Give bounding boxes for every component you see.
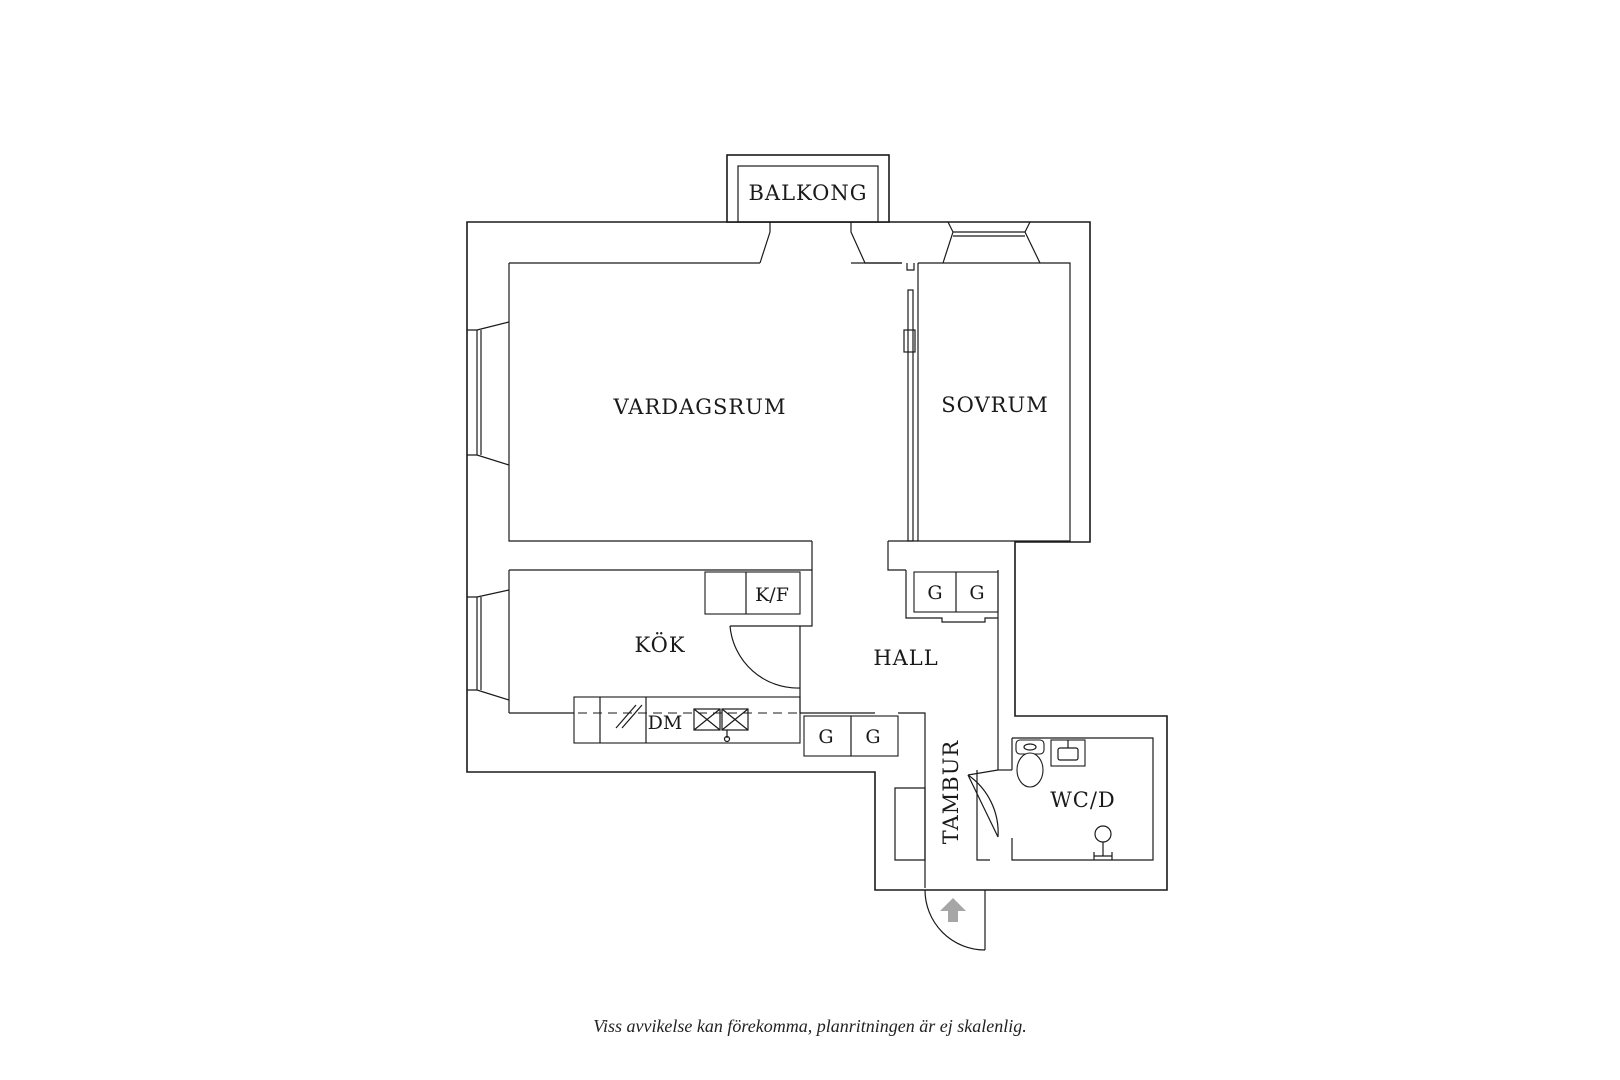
room-hall: HALL: [799, 540, 938, 714]
room-sovrum: SOVRUM: [903, 262, 1071, 542]
vardagsrum-label: VARDAGSRUM: [613, 395, 787, 419]
room-wcd: WC/D: [998, 737, 1154, 861]
kitchen-counter: DM: [573, 696, 801, 744]
entrance-door: [924, 889, 986, 951]
dm-label: DM: [648, 712, 683, 734]
wardrobe-label-2: G: [969, 582, 984, 604]
disclaimer-text: Viss avvikelse kan förekomma, planritnin…: [593, 1016, 1027, 1036]
kok-label: KÖK: [634, 632, 685, 657]
balkong-label: BALKONG: [748, 181, 867, 205]
wardrobes-upper: G G: [905, 570, 999, 770]
hall-label: HALL: [873, 646, 938, 670]
toilet-icon: [1015, 739, 1045, 788]
window-sovrum: [942, 221, 1041, 264]
window-vardagsrum: [467, 321, 510, 466]
room-tambur: TAMBUR: [894, 712, 990, 888]
wall-notch: [906, 263, 915, 271]
kitchen-door: [729, 625, 801, 689]
washbasin-icon: [1050, 739, 1086, 767]
wardrobe-label-3: G: [818, 726, 833, 748]
window-kok: [467, 589, 510, 701]
wardrobe-label-4: G: [865, 726, 880, 748]
kf-label: K/F: [755, 584, 789, 606]
wcd-label: WC/D: [1050, 788, 1116, 812]
wardrobes-lower: G G: [803, 715, 899, 757]
balcony: BALKONG: [726, 154, 890, 223]
tambur-label: TAMBUR: [939, 740, 963, 845]
balcony-door-jamb-left: [759, 222, 771, 264]
room-kok: KÖK: [508, 569, 813, 714]
wardrobe-label-1: G: [927, 582, 942, 604]
fridge-freezer: K/F: [704, 571, 801, 615]
balcony-door-jamb-right: [850, 222, 902, 264]
entrance-arrow-icon: [940, 898, 966, 922]
sovrum-label: SOVRUM: [941, 393, 1048, 417]
bathroom-door: [967, 769, 999, 838]
shower-icon: [1093, 825, 1113, 860]
